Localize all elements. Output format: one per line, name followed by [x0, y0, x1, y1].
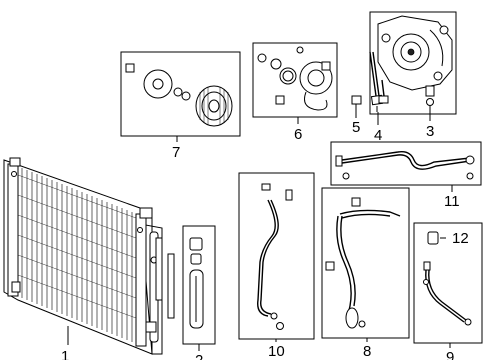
hose-assembly-9 — [413, 222, 483, 344]
callout-12: 12 — [452, 230, 469, 247]
drier-kit — [155, 225, 216, 345]
bolt-stud — [378, 79, 389, 104]
callout-3: 3 — [426, 123, 434, 140]
callout-10: 10 — [268, 343, 285, 360]
callout-5: 5 — [352, 119, 360, 136]
callout-7: 7 — [172, 144, 180, 161]
callout-9: 9 — [446, 349, 454, 360]
hose-assembly-10 — [238, 172, 315, 340]
callout-4: 4 — [374, 127, 382, 144]
liquid-line-11 — [330, 141, 482, 186]
hose-assembly-8 — [321, 187, 410, 339]
callout-6: 6 — [294, 126, 302, 143]
clutch-plate-pulley — [120, 51, 241, 137]
bolt-short — [351, 95, 362, 114]
bolt-long — [369, 51, 384, 112]
compressor — [369, 11, 457, 115]
clutch-coil-kit — [252, 42, 338, 118]
callout-11: 11 — [444, 193, 460, 210]
callout-8: 8 — [363, 343, 371, 360]
callout-2: 2 — [195, 352, 203, 360]
condenser-assembly — [3, 157, 163, 355]
leader-lines — [67, 112, 453, 351]
callout-1: 1 — [61, 348, 69, 360]
